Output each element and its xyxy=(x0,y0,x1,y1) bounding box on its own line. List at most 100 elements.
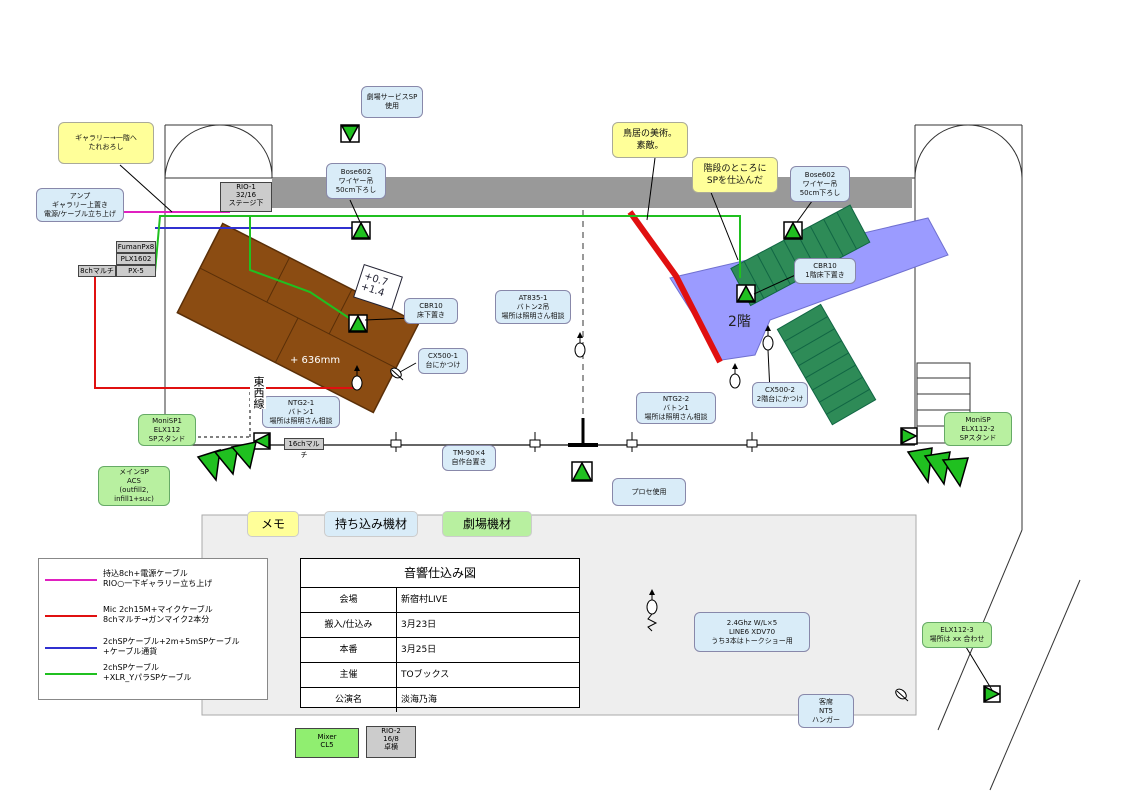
stage-platform xyxy=(176,222,420,414)
info-key: 本番 xyxy=(301,638,397,662)
height-label: + 636mm xyxy=(290,355,341,366)
callout-line: MoniSP xyxy=(965,415,991,424)
legend-row: Mic 2ch15M+マイクケーブル 8chマルチ→ガンマイク2本分 xyxy=(39,605,267,629)
info-key: 公演名 xyxy=(301,688,397,712)
callout-prompt: プロセ使用 xyxy=(612,478,686,506)
legend-line: 8chマルチ→ガンマイク2本分 xyxy=(103,615,210,624)
callout-line: ギャラリー→一階へ xyxy=(75,134,137,142)
legend-line: +XLR_YパラSPケーブル xyxy=(103,673,192,682)
callout-ntg2-2: NTG2-2 バトン1 場所は照明さん相談 xyxy=(636,392,716,424)
callout-line: SPスタンド xyxy=(959,433,997,442)
callout-line: CX500-1 xyxy=(427,352,459,360)
callout-nt5: 客席 NT5 ハンガー xyxy=(798,694,854,728)
callout-line: (outfill2, infill1+suc) xyxy=(114,486,154,503)
callout-line: 50cm下ろし xyxy=(335,185,377,194)
callout-cbr-left: CBR10 床下置き xyxy=(404,298,458,324)
info-value: 3月23日 xyxy=(401,620,437,630)
box-line: RIO-2 xyxy=(381,727,401,735)
legend-swatch xyxy=(45,579,97,581)
callout-line: ELX112 xyxy=(153,425,181,434)
callout-line: 電源/ケーブル立ち上げ xyxy=(44,209,116,218)
cable-legend: 持込8ch+電源ケーブル RIO○一下ギャラリー立ち上げ Mic 2ch15M+… xyxy=(38,558,268,700)
callout-line: SPを仕込んだ xyxy=(706,176,764,186)
legend-line: 2chSPケーブル xyxy=(103,663,159,672)
legend-text: 2chSPケーブル+2m+5mSPケーブル +ケーブル通貨 xyxy=(103,637,240,657)
callout-line: 自作台置き xyxy=(451,458,487,466)
info-value: TOブックス xyxy=(401,670,450,680)
info-row: 公演名 淡海乃海 xyxy=(301,688,579,712)
callout-line: Bose602 xyxy=(804,170,836,179)
tag-memo: メモ xyxy=(247,511,299,537)
callout-wireless: 2.4Ghz W/L×5 LINE6 XDV70 うち3本はトークショー用 xyxy=(694,612,810,652)
legend-swatch xyxy=(45,673,97,675)
callout-line: 客席 xyxy=(819,697,833,706)
callout-line: 劇場サービスSP xyxy=(366,93,418,101)
callout-line: 台にかつけ xyxy=(425,361,461,369)
legend-row: 持込8ch+電源ケーブル RIO○一下ギャラリー立ち上げ xyxy=(39,569,267,593)
info-key: 搬入/仕込み xyxy=(301,613,397,637)
callout-line: LINE6 XDV70 xyxy=(728,627,776,636)
info-row: 本番 3月25日 xyxy=(301,638,579,663)
callout-line: MoniSP1 xyxy=(152,416,182,425)
info-value: 新宿村LIVE xyxy=(401,595,448,605)
legend-text: 2chSPケーブル +XLR_YパラSPケーブル xyxy=(103,663,192,683)
callout-line: ギャラリー上置き xyxy=(52,200,108,209)
callout-cx500-2: CX500-2 2階台にかつけ xyxy=(752,382,808,408)
callout-at835: AT835-1 バトン2吊 場所は照明さん相談 xyxy=(495,290,571,324)
callout-line: Bose602 xyxy=(340,167,372,176)
callout-line: バトン2吊 xyxy=(516,302,550,311)
mult8-box: 8chマルチ xyxy=(78,265,116,277)
callout-line: 床下置き xyxy=(417,311,445,319)
callout-bose-right: Bose602 ワイヤー吊 50cm下ろし xyxy=(790,166,850,202)
callout-cbr-right: CBR10 1階床下置き xyxy=(794,258,856,284)
callout-bose-left: Bose602 ワイヤー吊 50cm下ろし xyxy=(326,163,386,199)
callout-cx500-1: CX500-1 台にかつけ xyxy=(418,348,468,374)
callout-line: たれおろし xyxy=(88,143,124,151)
legend-text: 持込8ch+電源ケーブル RIO○一下ギャラリー立ち上げ xyxy=(103,569,212,589)
callout-line: バトン1 xyxy=(663,403,689,412)
callout-line: 使用 xyxy=(385,102,399,110)
tag-bring: 持ち込み機材 xyxy=(324,511,418,537)
torii-line xyxy=(627,210,723,364)
second-floor-label: 2階 xyxy=(728,314,751,330)
callout-tm90: TM-90×4 自作台置き xyxy=(442,445,496,471)
mult16-box: 16chマルチ xyxy=(284,438,324,459)
legend-text: Mic 2ch15M+マイクケーブル 8chマルチ→ガンマイク2本分 xyxy=(103,605,213,625)
callout-stairs-sp: 階段のところに SPを仕込んだ xyxy=(692,157,778,193)
box-line: 16/8 xyxy=(383,735,399,743)
callout-line: 1階床下置き xyxy=(805,271,845,279)
callout-line: TM-90×4 xyxy=(452,449,486,457)
callout-monisp-right: MoniSP ELX112-2 SPスタンド xyxy=(944,412,1012,446)
callout-line: メインSP xyxy=(119,468,149,476)
callout-line: 階段のところに xyxy=(703,164,767,174)
callout-ntg2-1: NTG2-1 バトン1 場所は照明さん相談 xyxy=(262,396,340,428)
stairs-lower xyxy=(776,303,877,426)
box-line: 32/16 xyxy=(235,191,257,199)
tag-theater: 劇場機材 xyxy=(442,511,532,537)
legend-row: 2chSPケーブル+2m+5mSPケーブル +ケーブル通貨 xyxy=(39,637,267,661)
callout-line: SPスタンド xyxy=(148,434,186,443)
info-key: 会場 xyxy=(301,588,397,612)
callout-line: アンプ xyxy=(69,191,91,200)
tokaishin-label: 東西線 xyxy=(250,376,266,409)
legend-swatch xyxy=(45,647,97,649)
box-line: ステージ下 xyxy=(228,199,264,207)
callout-line: CX500-2 xyxy=(764,386,796,394)
callout-line: ハンガー xyxy=(812,715,840,724)
callout-amp: アンプ ギャラリー上置き 電源/ケーブル立ち上げ xyxy=(36,188,124,222)
info-row: 主催 TOブックス xyxy=(301,663,579,688)
callout-line: ACS xyxy=(127,477,141,485)
speakers xyxy=(196,124,1001,703)
mic-symbols xyxy=(351,325,909,702)
callout-line: 場所は xx 合わせ xyxy=(929,635,985,643)
legend-line: 持込8ch+電源ケーブル xyxy=(103,569,188,578)
callout-line: NT5 xyxy=(819,706,833,715)
legend-row: 2chSPケーブル +XLR_YパラSPケーブル xyxy=(39,663,267,687)
callout-gallery: ギャラリー→一階へ たれおろし xyxy=(58,122,154,164)
callout-line: 鳥居の美術。 xyxy=(622,129,677,139)
legend-line: 2chSPケーブル+2m+5mSPケーブル xyxy=(103,637,240,646)
info-value: 3月25日 xyxy=(401,645,437,655)
callout-line: 素敵。 xyxy=(636,141,664,151)
callout-monisp-left: MoniSP1 ELX112 SPスタンド xyxy=(138,414,196,446)
callout-line: 2.4Ghz W/L×5 xyxy=(726,618,778,627)
